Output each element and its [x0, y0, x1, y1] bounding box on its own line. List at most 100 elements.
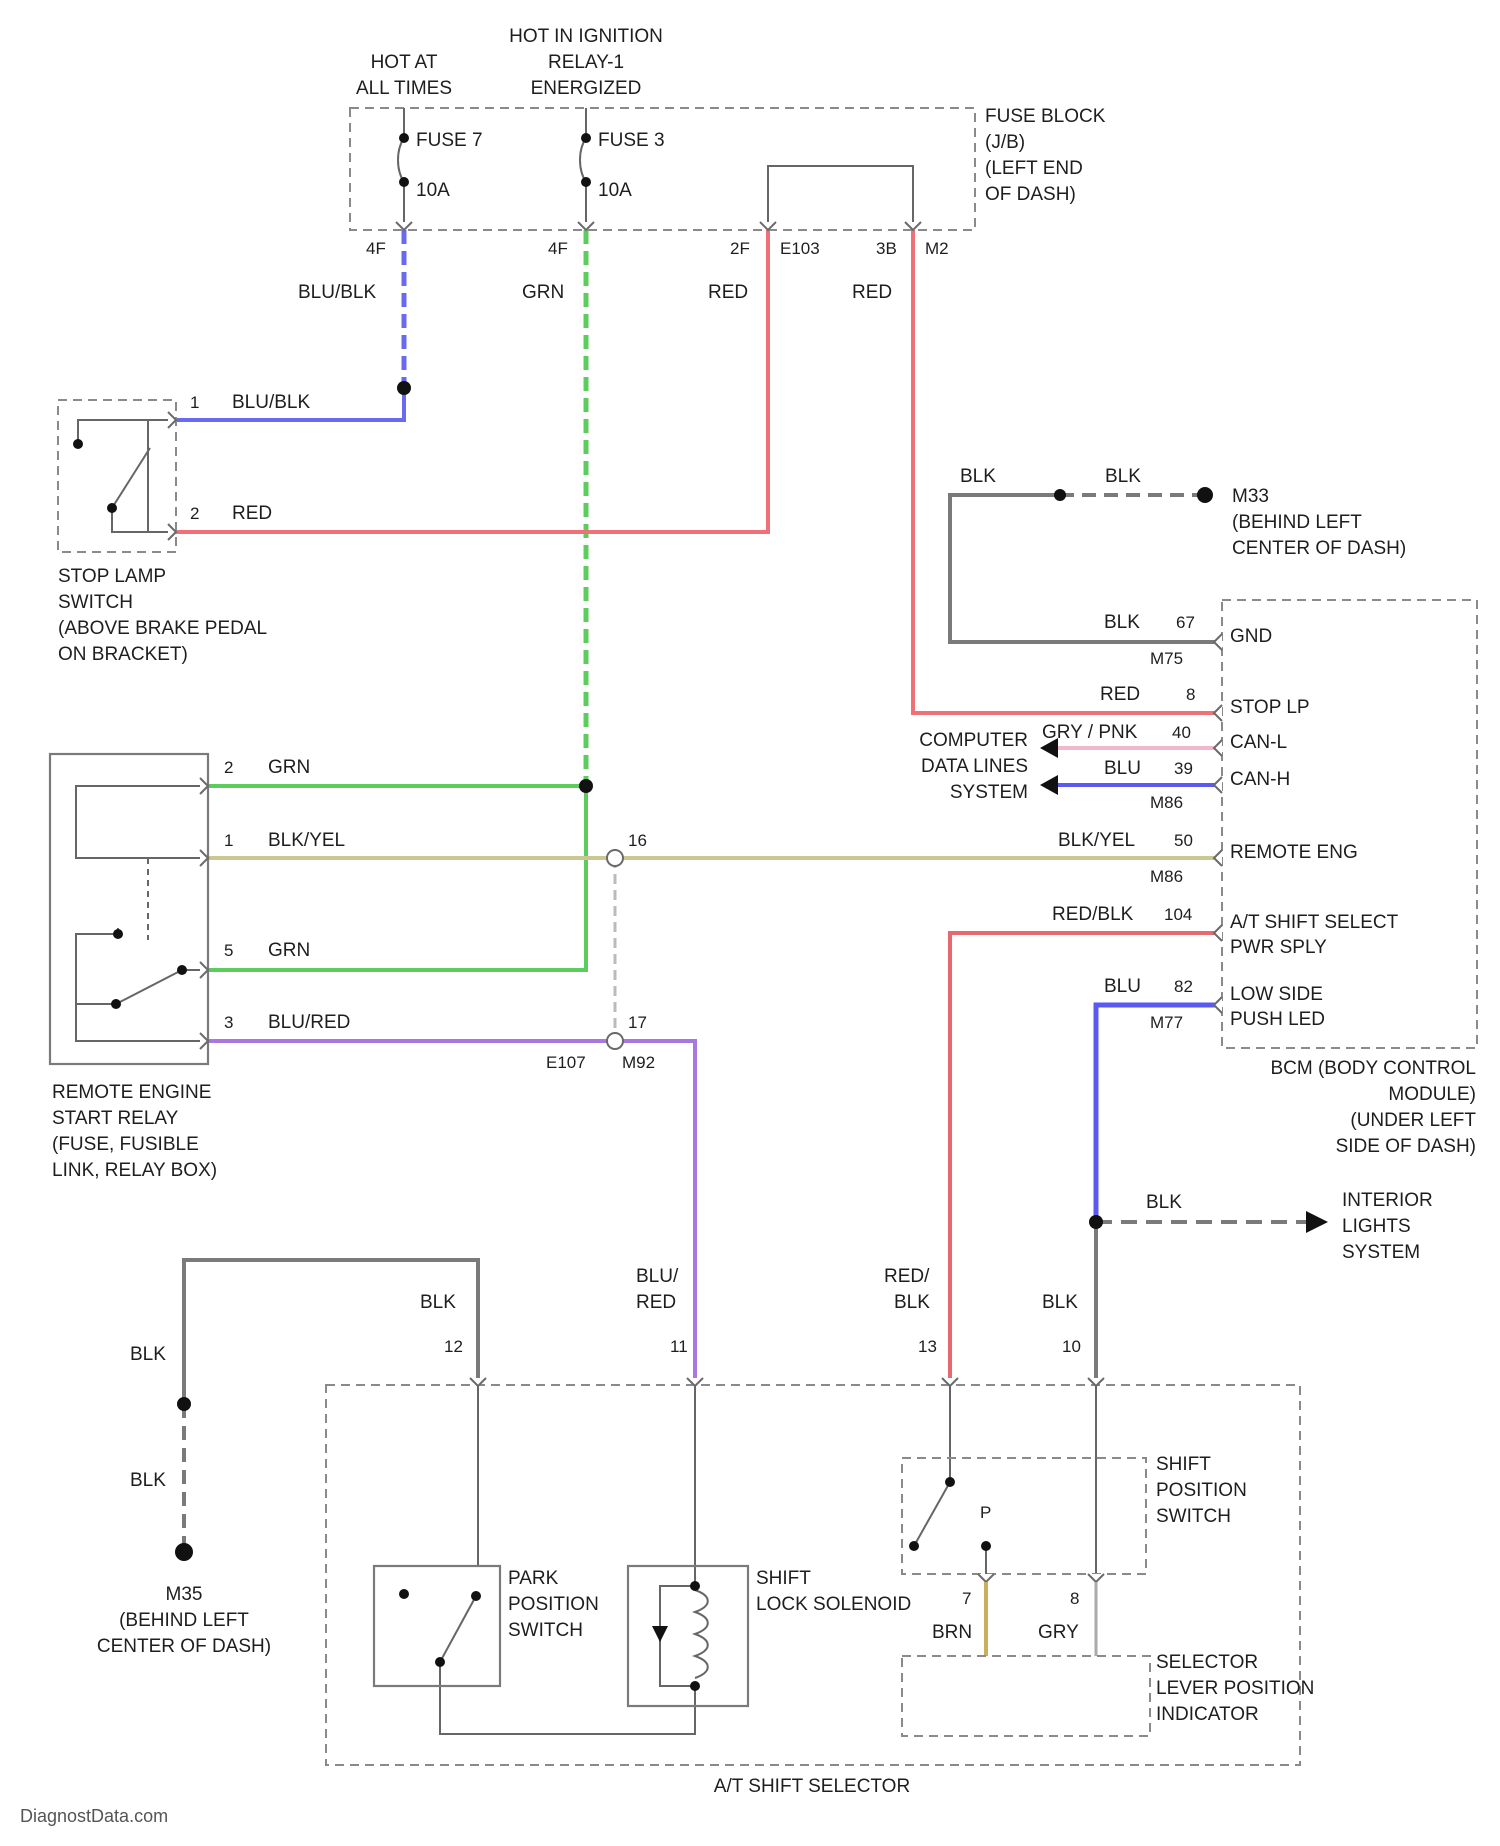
wire-label-blu-blk-top: BLU/BLK — [298, 282, 376, 303]
selector-lever-indicator-outline — [902, 1656, 1150, 1736]
wire-grn-relay-5 — [206, 786, 586, 970]
conn-m2: M2 — [925, 239, 949, 258]
bcm-conn-gnd: M75 — [1150, 649, 1183, 668]
wire-label-red-top-1: RED — [708, 282, 748, 303]
bcm-num-at: 104 — [1164, 905, 1192, 924]
wire-label-red-top-2: RED — [852, 282, 892, 303]
bcm-terminal-remote — [1214, 850, 1222, 866]
stop-lamp-switch-outline — [58, 400, 176, 552]
fuse3-symbol — [580, 108, 586, 222]
fuse7-amp: 10A — [416, 180, 450, 201]
park-switch-label-2: POSITION — [508, 1594, 599, 1615]
splice-connectors: 16 17 E107 M92 — [546, 831, 655, 1072]
fuse3-dot-bottom — [581, 177, 591, 187]
selector-internal-return — [440, 1662, 695, 1734]
relay-pin-2: 2 — [224, 758, 233, 777]
wire-label-red-blk-v2: BLK — [894, 1292, 930, 1313]
ground-m35-symbol — [175, 1543, 193, 1561]
selector-indicator-label-3: INDICATOR — [1156, 1704, 1259, 1725]
conn-e103: E103 — [780, 239, 820, 258]
bcm-label-4: SIDE OF DASH) — [1336, 1136, 1476, 1157]
splice-blk-bcm-ground — [1054, 489, 1066, 501]
terminal-2f — [760, 222, 776, 230]
relay-contact-dot-1 — [113, 929, 123, 939]
wire-label-grn-relay-2: GRN — [268, 757, 310, 778]
relay-coil-loop — [76, 786, 200, 858]
splice-conn-m92: M92 — [622, 1053, 655, 1072]
stop-lamp-pin1-terminal — [168, 412, 176, 428]
terminal-4f-b — [578, 222, 594, 230]
ground-m33: M33 (BEHIND LEFT CENTER OF DASH) — [1197, 486, 1406, 559]
wire-label-blk-left-1: BLK — [130, 1344, 166, 1365]
wire-red-stop — [175, 230, 768, 532]
bcm-name-can-l: CAN-L — [1230, 732, 1287, 753]
relay-label-3: (FUSE, FUSIBLE — [52, 1134, 199, 1155]
shift-position-switch-contact — [914, 1482, 986, 1574]
wire-blu-red — [206, 1041, 695, 1378]
bcm-outline — [1222, 600, 1477, 1048]
relay-pin-3: 3 — [224, 1013, 233, 1032]
stop-lamp-pin1: 1 — [190, 393, 199, 412]
selector-terminal-10 — [1088, 1378, 1104, 1386]
park-switch-dot-1 — [399, 1589, 409, 1599]
bcm-wire-stop: RED — [1100, 684, 1140, 705]
fuse-block-label-1: FUSE BLOCK — [985, 106, 1106, 127]
wire-label-blk-ground-2: BLK — [1105, 466, 1141, 487]
bcm-label-3: (UNDER LEFT — [1350, 1110, 1476, 1131]
wire-label-blk-left-2: BLK — [130, 1470, 166, 1491]
bcm-name-stop: STOP LP — [1230, 697, 1310, 718]
pin-4f-b: 4F — [548, 239, 568, 258]
relay-terminal-5 — [200, 962, 208, 978]
shift-terminal-8 — [1088, 1574, 1104, 1582]
fuse-block-outline — [350, 108, 975, 230]
shift-position-switch-outline — [902, 1458, 1146, 1574]
wire-label-blk-shift-top: BLK — [420, 1292, 456, 1313]
fuse-block-label-3: (LEFT END — [985, 158, 1083, 179]
bcm-name-low-1: LOW SIDE — [1230, 984, 1323, 1005]
bcm-num-can-l: 40 — [1172, 723, 1191, 742]
at-shift-selector: 12 11 13 10 PARK POSITION SWITCH SHIFT L… — [326, 1337, 1314, 1797]
bcm-terminal-gnd — [1214, 634, 1222, 650]
stop-lamp-switch-contacts — [78, 420, 175, 532]
selector-pin-10: 10 — [1062, 1337, 1081, 1356]
relay-terminal-1 — [200, 850, 208, 866]
bcm-terminal-stop — [1214, 705, 1222, 721]
interior-lights-1: INTERIOR — [1342, 1190, 1433, 1211]
computer-data-lines: COMPUTER DATA LINES SYSTEM — [919, 730, 1058, 803]
ground-m35: M35 (BEHIND LEFT CENTER OF DASH) — [97, 1543, 271, 1657]
relay-contact — [76, 928, 200, 1041]
fuse7-dot-bottom — [399, 177, 409, 187]
shift-switch-p: P — [980, 1503, 991, 1522]
shift-position-label-3: SWITCH — [1156, 1506, 1231, 1527]
ground-m35-loc-2: CENTER OF DASH) — [97, 1636, 271, 1657]
fuse7-dot-top — [399, 133, 409, 143]
shift-lock-coil-icon — [695, 1590, 708, 1678]
bcm-wire-remote: BLK/YEL — [1058, 830, 1135, 851]
bcm-name-remote: REMOTE ENG — [1230, 842, 1358, 863]
park-position-switch-box — [374, 1566, 500, 1686]
bcm-num-low: 82 — [1174, 977, 1193, 996]
stop-lamp-label-3: (ABOVE BRAKE PEDAL — [58, 618, 267, 639]
at-shift-selector-label: A/T SHIFT SELECTOR — [714, 1776, 910, 1797]
splice-blu-blk — [397, 381, 411, 395]
relay-pin-1: 1 — [224, 831, 233, 850]
label-hot-in-ignition-1: HOT IN IGNITION — [509, 26, 663, 47]
splice-connector-17 — [607, 1033, 623, 1049]
wire-label-red-stop: RED — [232, 503, 272, 524]
shift-position-label-2: POSITION — [1156, 1480, 1247, 1501]
wire-red-blk — [950, 933, 1215, 1378]
splice-connector-16 — [607, 850, 623, 866]
fuse-block-jumper — [768, 166, 913, 222]
label-hot-in-ignition-2: RELAY-1 — [548, 52, 624, 73]
bcm-terminal-at — [1214, 925, 1222, 941]
solenoid-dot-1 — [690, 1581, 700, 1591]
wire-label-brn: BRN — [932, 1622, 972, 1643]
computer-data-lines-3: SYSTEM — [950, 782, 1028, 803]
bcm-terminal-can-l — [1214, 740, 1222, 756]
bcm-num-stop: 8 — [1186, 685, 1195, 704]
bcm-name-gnd: GND — [1230, 626, 1272, 647]
shift-switch-dot-2 — [909, 1541, 919, 1551]
bcm-label-2: MODULE) — [1388, 1084, 1476, 1105]
remote-engine-start-relay: 2 1 5 3 REMOTE ENGINE START RELAY (FUSE,… — [50, 754, 233, 1181]
relay-label-1: REMOTE ENGINE — [52, 1082, 211, 1103]
